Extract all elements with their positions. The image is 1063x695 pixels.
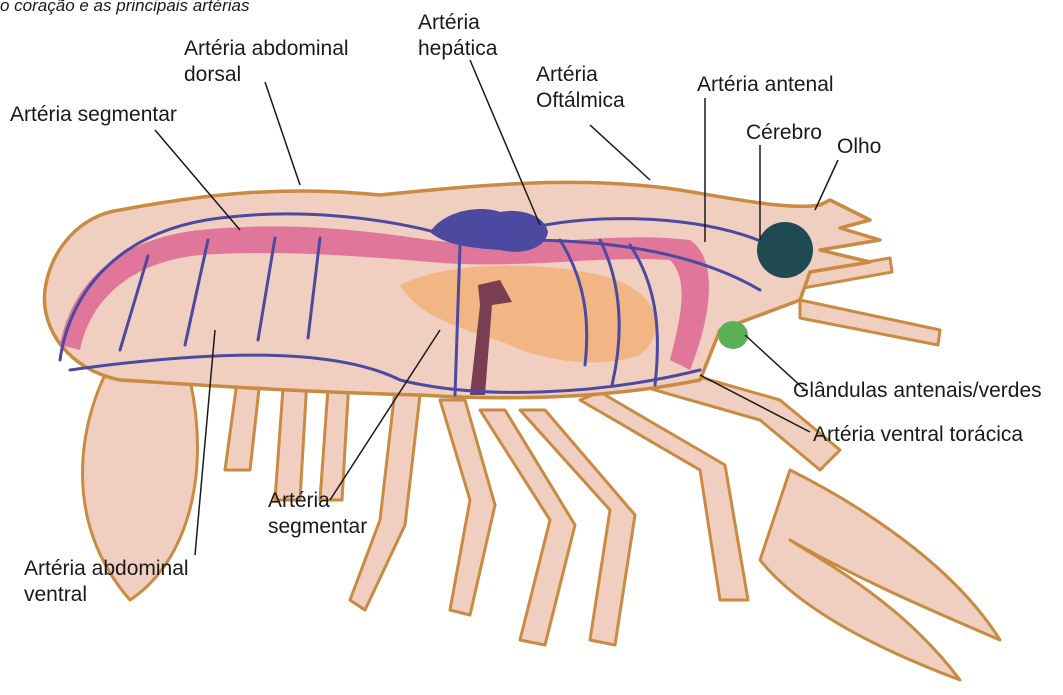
claw (760, 470, 1000, 680)
brain (757, 222, 813, 278)
label-abdominal-dorsal-line2: dorsal (184, 62, 349, 88)
label-hepatica-line1: Artéria (418, 10, 497, 36)
label-oftalmica-line2: Oftálmica (536, 88, 625, 114)
label-abdominal-dorsal: Artéria abdominal dorsal (184, 36, 349, 88)
label-cerebro: Cérebro (746, 120, 822, 146)
antenna-1 (800, 300, 940, 345)
label-oftalmica-line1: Artéria (536, 62, 625, 88)
leader-oftalmica (590, 125, 650, 180)
label-segmentar-bottom-line1: Artéria (268, 488, 367, 514)
label-segmentar-top: Artéria segmentar (10, 102, 177, 128)
label-oftalmica: Artéria Oftálmica (536, 62, 625, 114)
label-olho: Olho (837, 134, 881, 160)
label-abdominal-ventral: Artéria abdominal ventral (24, 556, 189, 608)
label-abdominal-ventral-line2: ventral (24, 582, 189, 608)
antennal-gland (718, 321, 748, 349)
label-abdominal-ventral-line1: Artéria abdominal (24, 556, 189, 582)
leader-abdominal-dorsal (265, 82, 300, 185)
leg-5 (440, 400, 495, 615)
label-antenal: Artéria antenal (697, 72, 834, 98)
label-hepatica-line2: hepática (418, 36, 497, 62)
label-segmentar-bottom: Artéria segmentar (268, 488, 367, 540)
label-ventral-toracica: Artéria ventral torácica (813, 422, 1023, 448)
label-segmentar-bottom-line2: segmentar (268, 514, 367, 540)
label-abdominal-dorsal-line1: Artéria abdominal (184, 36, 349, 62)
label-glandulas: Glândulas antenais/verdes (793, 378, 1042, 404)
label-hepatica: Artéria hepática (418, 10, 497, 62)
